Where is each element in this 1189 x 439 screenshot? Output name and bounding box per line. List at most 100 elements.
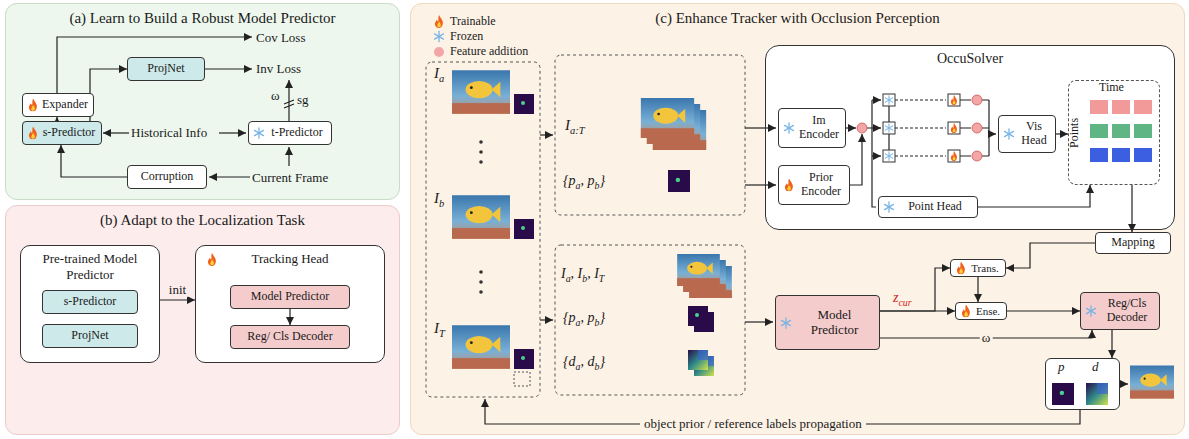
- legend-text: Feature addition: [450, 44, 528, 58]
- snow-glyph: [885, 202, 894, 212]
- snow-glyph: [785, 123, 794, 133]
- snow-icon: [433, 30, 445, 43]
- panel-c-wires-part: [872, 99, 881, 100]
- legend-row: Trainable: [432, 14, 528, 29]
- panel-a-wires-part: [103, 132, 129, 133]
- panel-c-wires-part: [982, 100, 989, 156]
- panel-a-wires-part: [57, 37, 252, 93]
- occusolver-blocks-part: [951, 123, 957, 133]
- text-label: zcur: [893, 290, 912, 309]
- label-text: , I: [587, 266, 599, 281]
- occusolver-blocks-part: [857, 123, 867, 133]
- flame-glyph: [962, 305, 970, 318]
- flame-glyph: [29, 99, 37, 112]
- subscript: a: [576, 361, 581, 372]
- frame-column-part-part: [479, 160, 483, 164]
- process-box: s-Predictor: [42, 290, 138, 314]
- track-grid-part: [1112, 124, 1130, 138]
- process-box: Model Predictor: [775, 295, 880, 350]
- panel-fill: [5, 3, 400, 200]
- subscript: b: [582, 273, 587, 284]
- panel-title: (c) Enhance Tracker with Occlusion Perce…: [411, 4, 1184, 27]
- occusolver-blocks-part: [951, 151, 957, 161]
- frame-column-part-part: [479, 290, 483, 294]
- frame-column-part-part: [479, 150, 483, 154]
- subscript: a: [566, 273, 571, 284]
- output-maps-part: [1052, 383, 1074, 405]
- node-label: t-Predictor: [271, 126, 322, 140]
- panel-fill: [410, 3, 1185, 435]
- node-label: Im Encoder: [797, 114, 841, 142]
- panel-c-wires-part: [745, 184, 776, 185]
- occusolver-blocks-part: [885, 96, 892, 105]
- text-label: Ia: [434, 64, 444, 86]
- group-box: TimePoints: [1068, 80, 1160, 185]
- node-label: s-Predictor: [64, 295, 117, 309]
- process-box: Corruption: [127, 165, 207, 189]
- text-label: Cov Loss: [256, 30, 305, 46]
- node-label: Points: [1068, 118, 1082, 148]
- frame-column-part: [426, 62, 540, 397]
- panel-a-wires-part: [209, 176, 250, 177]
- label-text: I: [565, 117, 570, 133]
- label-text: Current Frame: [252, 170, 328, 185]
- process-box: Trans.: [950, 259, 1006, 277]
- track-grid: [1090, 100, 1152, 162]
- group-panel: OccuSolverIm EncoderPrior EncoderVis Hea…: [765, 45, 1175, 230]
- text-label: ω: [271, 88, 280, 104]
- occusolver-blocks-part: [972, 123, 982, 133]
- output-maps-part: [1130, 366, 1174, 399]
- text-label: {da, db}: [563, 354, 605, 373]
- panel-title: (b) Adapt to the Localization Task: [6, 206, 399, 229]
- legend-swatch: [434, 47, 444, 57]
- track-grid-part: [1112, 100, 1130, 114]
- panel-c-wires-part: [872, 155, 881, 156]
- text-label: Ia:T: [565, 116, 585, 138]
- input-groups: [555, 55, 745, 395]
- panel-a-wires-part: [288, 147, 289, 166]
- subscript: b: [595, 180, 600, 191]
- node-label: Ense.: [976, 305, 1000, 318]
- legend-row: Frozen: [432, 29, 528, 44]
- occusolver-blocks-part: [972, 151, 982, 161]
- track-grid-part: [1134, 100, 1152, 114]
- panel-c-wires-part: [846, 127, 856, 128]
- legend-text: Frozen: [450, 29, 483, 43]
- panel-a-wires-part: [205, 68, 252, 69]
- group-panel: Tracking HeadModel PredictorReg/ Cls Dec…: [195, 245, 385, 363]
- snow-glyph: [1005, 129, 1014, 139]
- frame-column-part-part: [479, 140, 483, 144]
- flame-glyph: [785, 179, 793, 192]
- group-panel: Pre-trained Model Predictors-PredictorPr…: [20, 245, 160, 363]
- text-label: Current Frame: [252, 170, 328, 186]
- snow-icon: [253, 127, 265, 140]
- panel-c-wires-part: [745, 127, 776, 128]
- flame-glyph: [435, 15, 443, 28]
- process-box: Point Head: [878, 196, 978, 218]
- node-label: Trans.: [971, 262, 998, 275]
- label-text: , p: [581, 173, 595, 188]
- node-label: Prior Encoder: [797, 171, 845, 199]
- panel-c-wires: [485, 100, 1128, 424]
- track-grid-part: [1134, 148, 1152, 162]
- panel-c-wires-part: [872, 127, 881, 128]
- label-text: {p: [563, 310, 576, 325]
- edge-label: ω: [980, 331, 993, 345]
- legend-row: Feature addition: [432, 44, 528, 59]
- input-groups-part: [688, 306, 708, 326]
- frame-column-part-part: [479, 280, 483, 284]
- frame-column-part: [514, 94, 534, 114]
- panel-fill: [195, 245, 385, 363]
- input-groups-part: [555, 55, 745, 215]
- legend-text: Trainable: [450, 14, 496, 28]
- process-box: Mapping: [1095, 232, 1171, 254]
- subscript: b: [595, 317, 600, 328]
- connector: [289, 309, 290, 325]
- frame-column-part: [452, 70, 510, 114]
- connector: [1006, 243, 1095, 268]
- subscript: b: [595, 361, 600, 372]
- node-label: Model Predictor: [794, 308, 875, 338]
- occusolver-blocks-part: [951, 95, 957, 105]
- occusolver-blocks-part: [948, 150, 960, 162]
